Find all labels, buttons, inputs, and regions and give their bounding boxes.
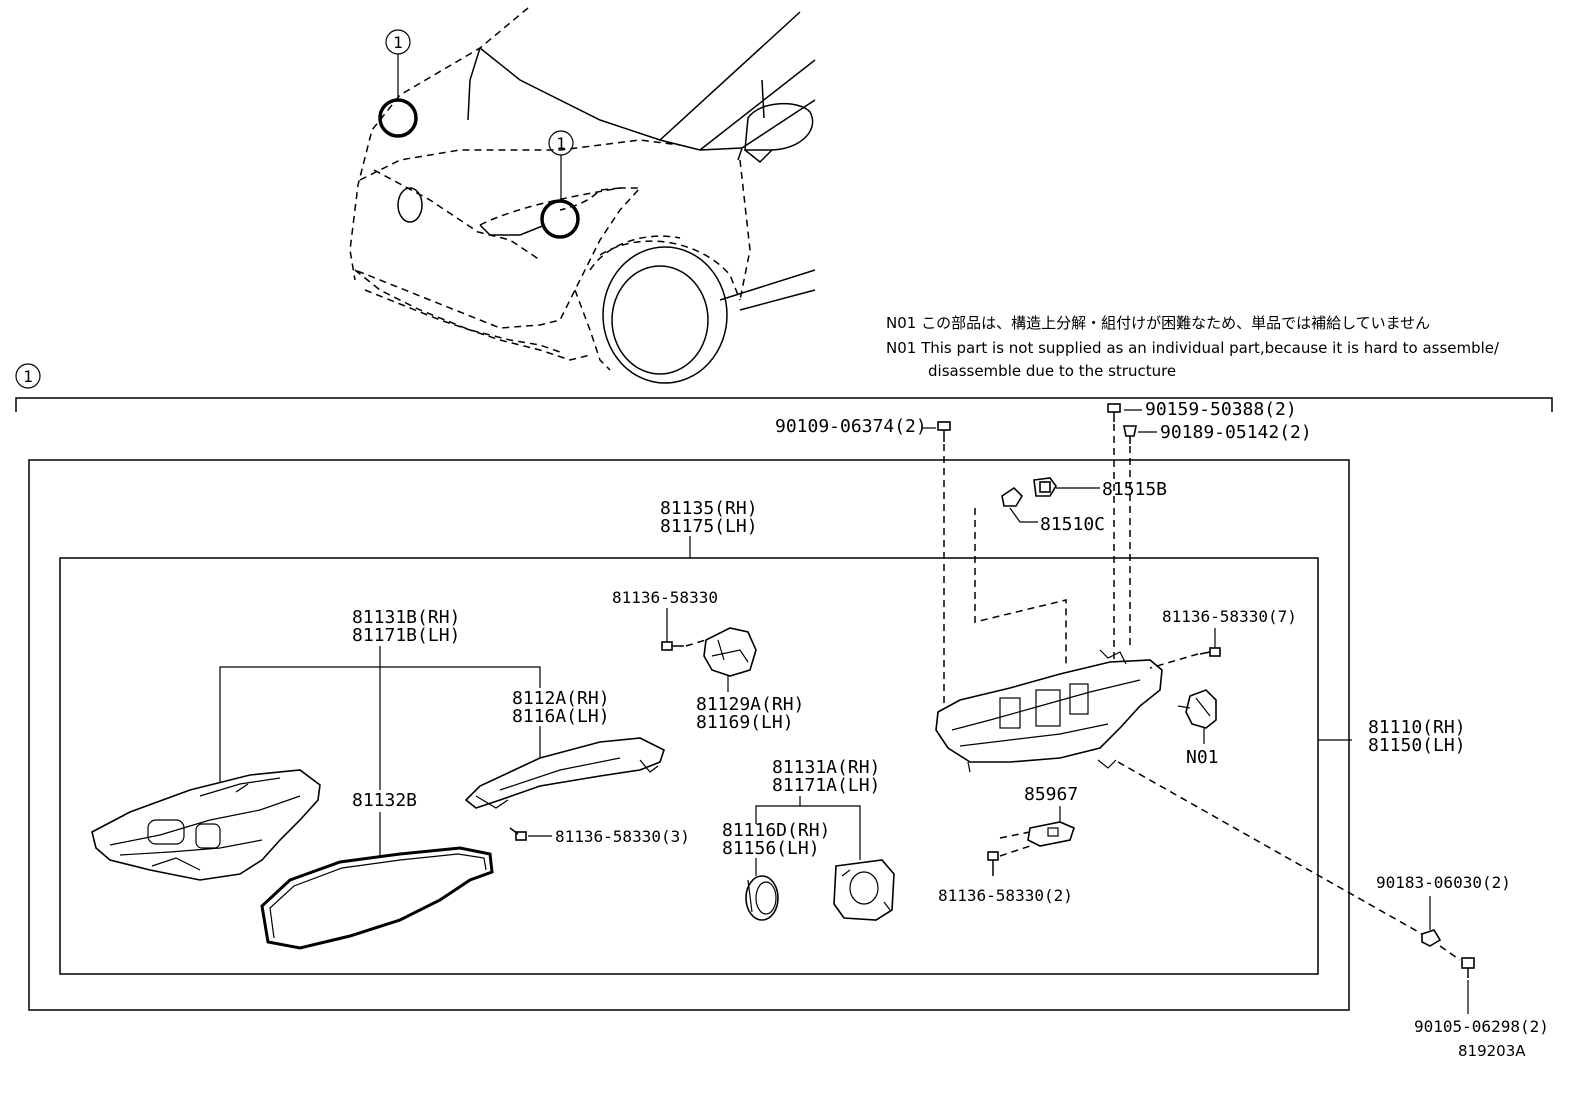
section-callout-bubble [15,363,41,389]
label-81136-top: 81136-58330 [612,588,718,607]
label-81116d: 81116D(RH) [722,820,830,841]
label-81110: 81110(RH) [1368,717,1466,738]
screw-90109-icon [937,421,951,442]
screw-90159-icon [1107,403,1121,422]
label-81510c: 81510C [1040,514,1105,535]
label-8112a: 8112A(RH) [512,688,610,709]
label-81169: 81169(LH) [696,712,794,733]
screw-81136-3-icon [509,827,527,841]
assembly-box-inner [59,557,1319,975]
label-81171b: 81171B(LH) [352,625,460,646]
assembly-box-outer [28,459,1350,1011]
section-callout-number: 1 [23,367,33,386]
bracket-81129a-icon [703,627,757,677]
label-81136-2: 81136-58330(2) [938,886,1073,905]
label-90159: 90159-50388(2) [1145,399,1297,420]
label-81131a: 81131A(RH) [772,757,880,778]
callout-number-1a: 1 [393,33,403,52]
diagram-code: 819203A [1458,1042,1526,1060]
bulb-socket-81515b-icon [1033,477,1057,497]
label-85967: 85967 [1024,784,1078,805]
label-81175: 81175(LH) [660,516,758,537]
label-90109: 90109-06374(2) [775,416,927,437]
screw-81136-7-icon [1199,647,1221,657]
vehicle-front-illustration: 1 1 [349,7,816,384]
headlamp-lens-81131b-icon [91,769,321,881]
label-81135: 81135(RH) [660,498,758,519]
extension-8112a-icon [464,737,665,809]
bulb-81510c-icon [1001,486,1024,507]
label-90189: 90189-05142(2) [1160,422,1312,443]
note-en-line1: N01 This part is not supplied as an indi… [886,339,1500,357]
headlamp-housing-81110-icon [935,649,1163,773]
label-81136-3: 81136-58330(3) [555,827,690,846]
note-jp: N01 この部品は、構造上分解・組付けが困難なため、単品では補給していません [886,314,1430,332]
clip-90183-icon [1421,929,1442,947]
label-81129a: 81129A(RH) [696,694,804,715]
module-85967-icon [1027,821,1075,847]
actuator-n01-icon [1177,689,1217,729]
label-8116a: 8116A(LH) [512,706,610,727]
label-81132b: 81132B [352,790,417,811]
screw-81136-top-icon [661,641,684,651]
label-90183: 90183-06030(2) [1376,873,1511,892]
note-en-line2: disassemble due to the structure [928,362,1176,380]
label-n01: N01 [1186,747,1219,768]
screw-90105-icon [1461,957,1475,978]
label-81171a: 81171A(LH) [772,775,880,796]
label-81131b: 81131B(RH) [352,607,460,628]
label-81515b: 81515B [1102,479,1167,500]
label-90105: 90105-06298(2) [1414,1017,1549,1036]
gasket-81132b-icon [260,846,494,950]
section-bracket [15,397,1553,412]
clip-90189-icon [1123,425,1137,444]
ring-81116d-icon [745,875,779,921]
callout-number-1b: 1 [556,134,566,153]
label-81150: 81150(LH) [1368,735,1466,756]
screw-81136-2-icon [987,851,999,876]
label-81156: 81156(LH) [722,838,820,859]
label-81136-7: 81136-58330(7) [1162,607,1297,626]
projector-81131a-icon [833,859,895,921]
